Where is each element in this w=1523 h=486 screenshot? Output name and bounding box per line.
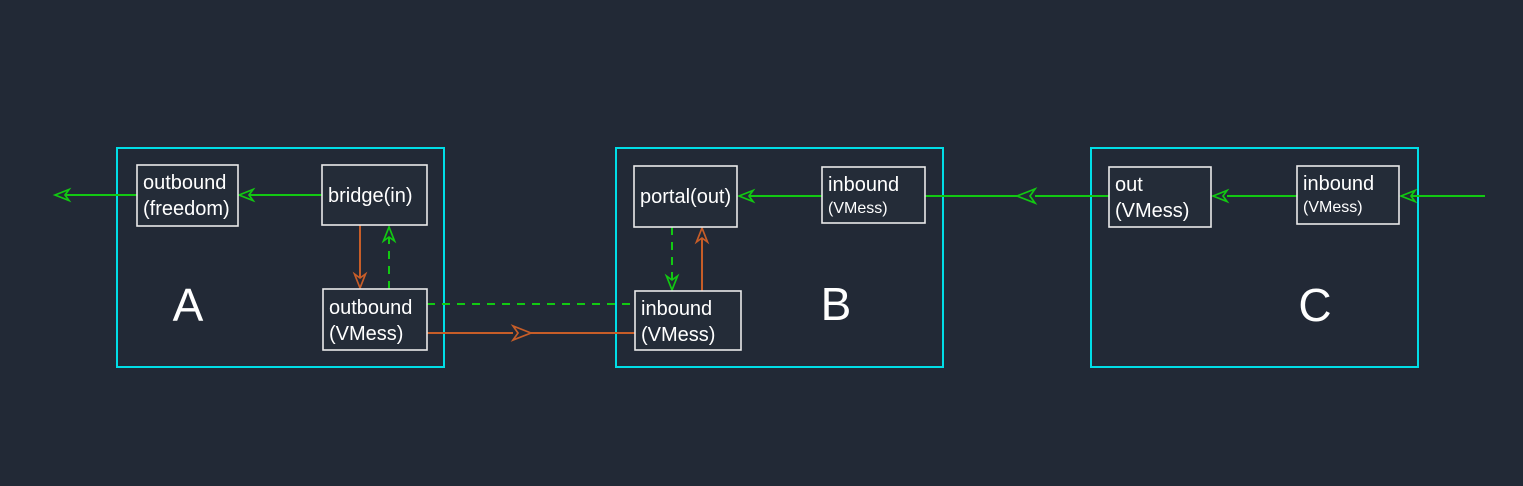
frame-machine-c (1090, 147, 1419, 368)
node-label: out (1115, 174, 1143, 196)
node-label: (VMess) (641, 324, 715, 346)
node-label: outbound (143, 172, 226, 194)
node-out-vmess (1108, 166, 1212, 228)
node-label: (VMess) (828, 200, 888, 217)
node-outbound-vmess (322, 288, 428, 351)
node-b-inbound-vmess-top (821, 166, 926, 224)
node-label: (freedom) (143, 198, 230, 220)
arrowhead-up-icon (694, 225, 710, 245)
arrowhead-left-icon (52, 187, 72, 203)
node-label: bridge(in) (328, 185, 412, 207)
arrowhead-down-icon (664, 273, 680, 293)
node-label: inbound (828, 174, 899, 196)
machine-c-label: C (1298, 279, 1331, 331)
arrowhead-up-icon (381, 224, 397, 244)
node-label: portal(out) (640, 186, 731, 208)
node-label: (VMess) (329, 323, 403, 345)
machine-a-label: A (173, 279, 204, 331)
arrowhead-down-icon (352, 271, 368, 291)
node-portal-out (633, 165, 738, 228)
frame-machine-b (615, 147, 944, 368)
arrowhead-left-icon (1398, 188, 1418, 204)
node-label: inbound (641, 298, 712, 320)
node-label: (VMess) (1115, 200, 1189, 222)
node-c-inbound-vmess (1296, 165, 1400, 225)
frame-machine-a (116, 147, 445, 368)
node-b-inbound-vmess-bottom (634, 290, 742, 351)
arrowhead-left-icon (1014, 187, 1038, 205)
node-label: outbound (329, 297, 412, 319)
arrowhead-right-icon (510, 324, 534, 342)
node-label: inbound (1303, 173, 1374, 195)
arrowhead-left-icon (236, 187, 256, 203)
arrowhead-left-icon (1210, 188, 1230, 204)
node-label: (VMess) (1303, 199, 1363, 216)
node-outbound-freedom (136, 164, 239, 227)
machine-b-label: B (821, 278, 852, 330)
arrowhead-left-icon (736, 188, 756, 204)
node-bridge-in (321, 164, 428, 226)
